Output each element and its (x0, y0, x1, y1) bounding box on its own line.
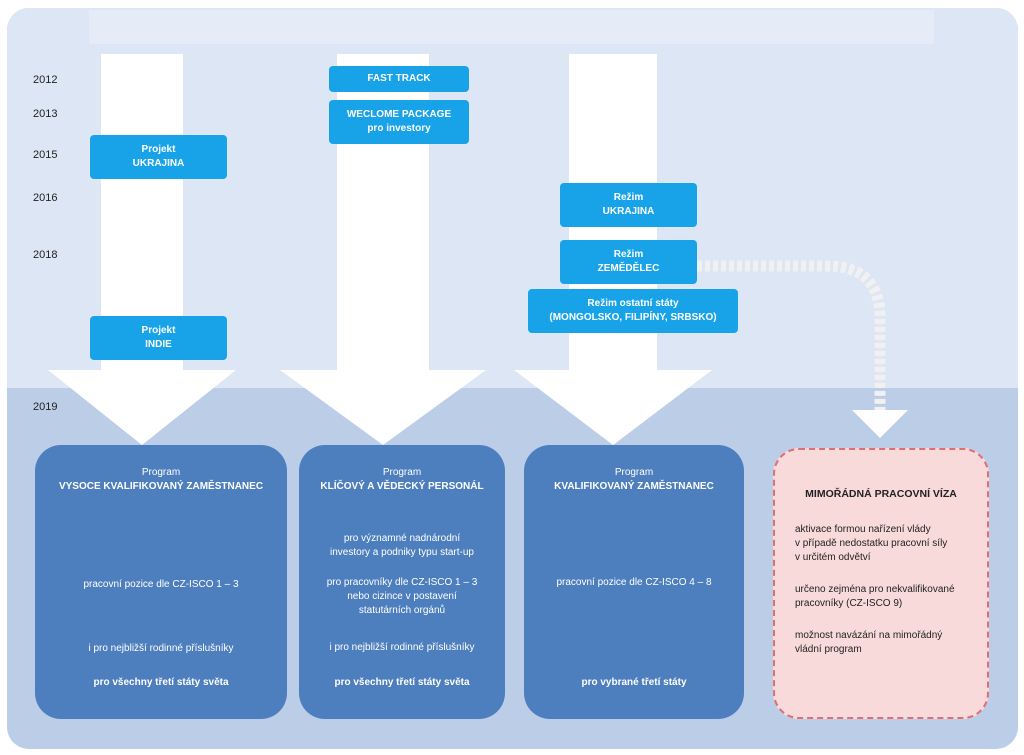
year-2012: 2012 (33, 74, 58, 86)
tag-projekt-indie: Projekt INDIE (90, 316, 227, 360)
top-strip (89, 10, 934, 44)
tag-rezim-ostatni-staty: Režim ostatní státy (MONGOLSKO, FILIPÍNY… (528, 289, 738, 333)
program-label: Program (141, 467, 181, 478)
tag-line: INDIE (145, 339, 172, 350)
year-2018: 2018 (33, 249, 58, 261)
tag-line: Režim (613, 192, 644, 203)
year-2013: 2013 (33, 108, 58, 120)
mimoradna-text: vládní program (795, 644, 862, 655)
program-name: KLÍČOVÝ A VĚDECKÝ PERSONÁL (320, 481, 484, 492)
program-vysoce-kvalifikovany: Program VYSOCE KVALIFIKOVANÝ ZAMĚSTNANEC… (35, 445, 287, 719)
tag-line: UKRAJINA (602, 206, 655, 217)
tag-line: Režim (613, 249, 644, 260)
tag-line: WECLOME PACKAGE (346, 109, 452, 120)
program-countries: pro vybrané třetí státy (581, 677, 687, 688)
year-2016: 2016 (33, 192, 58, 204)
mimoradna-title: MIMOŘÁDNÁ PRACOVNÍ VÍZA (805, 488, 957, 500)
tag-line: Režim ostatní státy (587, 298, 679, 309)
tag-rezim-ukrajina: Režim UKRAJINA (560, 183, 697, 227)
arrow-klicovy (280, 54, 486, 445)
program-positions: pracovní pozice dle CZ-ISCO 4 – 8 (556, 577, 712, 588)
mimoradna-pracovni-viza-box: MIMOŘÁDNÁ PRACOVNÍ VÍZA aktivace formou … (773, 448, 989, 719)
tag-fast-track: FAST TRACK (329, 66, 469, 92)
tag-line: FAST TRACK (367, 73, 431, 84)
tag-line: Projekt (141, 325, 176, 336)
program-label: Program (614, 467, 654, 478)
program-positions: pracovní pozice dle CZ-ISCO 1 – 3 (83, 579, 239, 590)
year-2019: 2019 (33, 401, 58, 413)
program-investors-line: pro významné nadnárodní (343, 533, 461, 544)
mimoradna-text: v případě nedostatku pracovní síly (795, 538, 948, 549)
year-2015: 2015 (33, 149, 58, 161)
connector-arrowhead (852, 410, 908, 438)
tag-welcome-package: WECLOME PACKAGE pro investory (329, 100, 469, 144)
mimoradna-text: aktivace formou nařízení vlády (795, 524, 931, 535)
program-label: Program (382, 467, 422, 478)
program-countries: pro všechny třetí státy světa (93, 677, 229, 688)
tag-projekt-ukrajina: Projekt UKRAJINA (90, 135, 227, 179)
tag-rezim-zemedelec: Režim ZEMĚDĚLEC (560, 240, 697, 284)
program-countries: pro všechny třetí státy světa (334, 677, 470, 688)
mimoradna-text: pracovníky (CZ-ISCO 9) (795, 598, 903, 609)
mimoradna-text: v určitém odvětví (795, 552, 871, 563)
tag-line: Projekt (141, 144, 176, 155)
program-name: KVALIFIKOVANÝ ZAMĚSTNANEC (554, 481, 714, 492)
mimoradna-text: možnost navázání na mimořádný (795, 630, 943, 641)
diagram-frame: 2012 2013 2015 2016 2018 2019 Projekt UK… (7, 8, 1018, 749)
program-workers-line: pro pracovníky dle CZ-ISCO 1 – 3 (326, 577, 478, 588)
tag-line: pro investory (367, 123, 431, 134)
program-workers-line: statutárních orgánů (358, 605, 446, 616)
program-kvalifikovany: Program KVALIFIKOVANÝ ZAMĚSTNANEC pracov… (524, 445, 744, 719)
program-family: i pro nejbližší rodinné příslušníky (329, 642, 475, 653)
connector-zemedelec-mimoradna (697, 260, 886, 410)
tag-line: UKRAJINA (132, 158, 185, 169)
tag-line: ZEMĚDĚLEC (597, 263, 660, 274)
arrow-vysoce (48, 54, 236, 445)
program-family: i pro nejbližší rodinné příslušníky (88, 643, 234, 654)
tag-line: (MONGOLSKO, FILIPÍNY, SRBSKO) (549, 312, 717, 323)
program-investors-line: investory a podniky typu start-up (330, 547, 474, 558)
program-klicovy-personal: Program KLÍČOVÝ A VĚDECKÝ PERSONÁL pro v… (299, 445, 505, 719)
mimoradna-text: určeno zejména pro nekvalifikované (795, 584, 955, 595)
program-workers-line: nebo cizince v postavení (347, 591, 457, 602)
program-name: VYSOCE KVALIFIKOVANÝ ZAMĚSTNANEC (58, 481, 264, 492)
